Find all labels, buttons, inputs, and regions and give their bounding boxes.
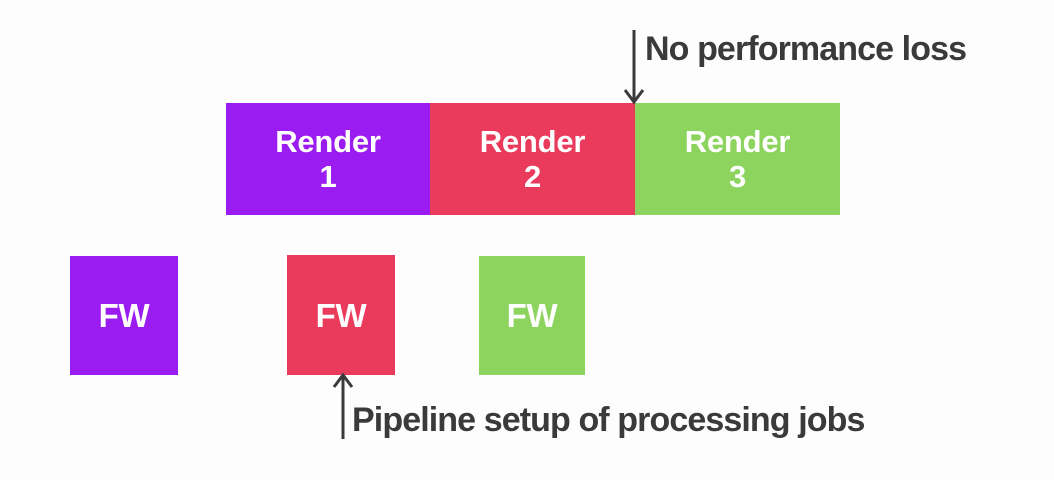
arrow-down-icon (623, 30, 645, 105)
annotation-pipeline-setup: Pipeline setup of processing jobs (352, 401, 865, 439)
arrow-up-icon (332, 372, 354, 439)
fw-block-2: FW (287, 255, 395, 375)
annotation-no-performance-loss: No performance loss (645, 30, 967, 68)
render-segment-3-title: Render (684, 124, 791, 159)
fw-block-3: FW (479, 256, 585, 375)
fw-block-1-label: FW (98, 297, 150, 334)
render-timeline-bar: Render 1 Render 2 Render 3 (226, 103, 840, 215)
fw-block-3-label: FW (506, 297, 558, 334)
render-segment-2: Render 2 (430, 103, 635, 215)
render-segment-3: Render 3 (635, 103, 840, 215)
fw-block-2-label: FW (315, 296, 367, 334)
render-segment-1-title: Render (275, 124, 381, 159)
render-segment-3-index: 3 (728, 159, 747, 194)
render-segment-1-index: 1 (319, 159, 337, 194)
fw-block-1: FW (70, 256, 178, 375)
render-segment-2-title: Render (479, 124, 586, 159)
render-segment-1: Render 1 (226, 103, 430, 215)
render-segment-2-index: 2 (523, 159, 542, 194)
